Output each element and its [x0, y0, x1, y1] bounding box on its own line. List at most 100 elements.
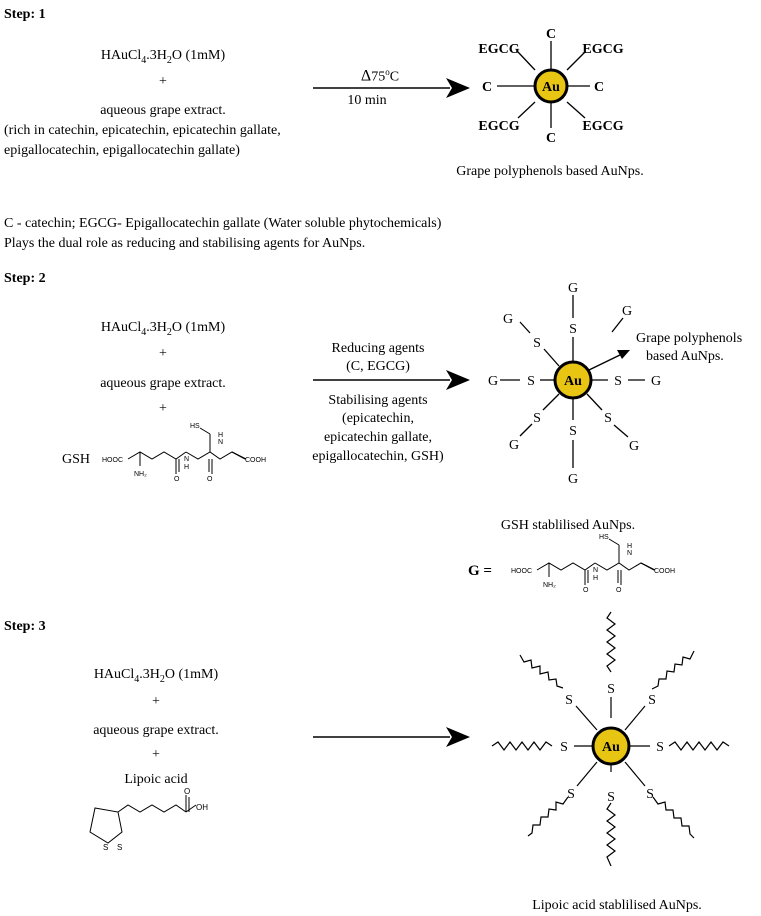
- svg-text:HOOC: HOOC: [102, 457, 123, 464]
- step2-arrow-reducing-1: Reducing agents: [331, 341, 425, 356]
- step3-caption: Lipoic acid stablilised AuNps.: [532, 898, 702, 913]
- svg-text:N: N: [627, 550, 632, 557]
- step2-reagent: HAuCl4.3H2O (1mM): [100, 320, 226, 338]
- step3-reaction-arrow: [313, 727, 470, 747]
- step2-callout-2: based AuNps.: [646, 349, 724, 364]
- svg-text:G: G: [651, 374, 661, 389]
- svg-text:OH: OH: [196, 803, 208, 812]
- svg-text:S: S: [560, 740, 568, 755]
- step1-nanoparticle: [497, 41, 590, 128]
- step2-arrow-stabilising-4: epigallocatechin, GSH): [312, 449, 444, 464]
- step1-caption: Grape polyphenols based AuNps.: [456, 164, 644, 179]
- step2-arrow-stabilising-2: (epicatechin,: [342, 411, 414, 426]
- step2-plus-2: +: [159, 401, 167, 416]
- step2-arrow-stabilising-1: Stabilising agents: [328, 393, 428, 408]
- step2-extract: aqueous grape extract.: [100, 376, 226, 391]
- svg-text:S: S: [604, 411, 612, 426]
- svg-text:O: O: [184, 787, 190, 796]
- step3-reagent: HAuCl4.3H2O (1mM): [93, 667, 219, 685]
- step2-nanoparticle: [500, 295, 645, 468]
- step3-extract: aqueous grape extract.: [93, 723, 219, 738]
- step3-nanoparticle: [491, 611, 730, 867]
- step1-extract-note-1: (rich in catechin, epicatechin, epicatec…: [4, 123, 281, 138]
- ligand-egcg-bl: EGCG: [478, 119, 519, 134]
- svg-text:O: O: [174, 476, 180, 483]
- lipoic-acid-molecule: [89, 795, 197, 844]
- step1-arrow-condition: Δ75oC: [360, 67, 400, 85]
- svg-text:H: H: [184, 464, 189, 471]
- step1-arrow-time: 10 min: [347, 93, 387, 108]
- step3-plus-1: +: [152, 694, 160, 709]
- np-center-au: Au: [542, 80, 560, 95]
- step2-callout-arrow: [588, 350, 630, 371]
- svg-text:O: O: [207, 476, 213, 483]
- svg-text:H: H: [218, 432, 223, 439]
- svg-text:Au: Au: [564, 374, 582, 389]
- svg-text:S: S: [567, 787, 575, 802]
- svg-text:S: S: [527, 374, 535, 389]
- svg-text:HS: HS: [190, 423, 200, 430]
- svg-text:HOOC: HOOC: [511, 568, 532, 575]
- svg-text:G: G: [629, 439, 639, 454]
- ligand-egcg-br: EGCG: [582, 119, 623, 134]
- step2-arrow-stabilising-3: epicatechin gallate,: [323, 430, 433, 445]
- step3-np-labels: Au S S S S S S S S: [560, 682, 664, 805]
- svg-text:S: S: [569, 424, 577, 439]
- svg-text:H: H: [593, 575, 598, 582]
- svg-text:S: S: [565, 693, 573, 708]
- svg-text:S: S: [569, 322, 577, 337]
- lipoic-acid-labels: S S O OH: [103, 787, 208, 852]
- ligand-egcg-tl: EGCG: [478, 42, 519, 57]
- svg-text:H: H: [627, 543, 632, 550]
- svg-text:NH₂: NH₂: [543, 582, 556, 589]
- svg-text:N: N: [593, 567, 598, 574]
- step2-np-labels: Au G S S G G S S G G S G S G S G: [488, 281, 661, 487]
- svg-text:S: S: [103, 843, 108, 852]
- step3-plus-2: +: [152, 747, 160, 762]
- gsh-molecule-labels: HOOC NH₂ O H N HS O N H COOH: [102, 423, 266, 483]
- g-definition-labels: HOOC NH₂ O N H HS O N H COOH: [511, 534, 675, 594]
- svg-text:O: O: [583, 587, 589, 594]
- g-definition-molecule: [536, 538, 656, 585]
- svg-text:G: G: [509, 438, 519, 453]
- ligand-c-top: C: [546, 27, 556, 42]
- svg-text:G: G: [503, 312, 513, 327]
- step2-plus-1: +: [159, 346, 167, 361]
- step1-reaction-arrow: [313, 78, 470, 98]
- svg-text:G: G: [568, 472, 578, 487]
- ligand-c-left: C: [482, 80, 492, 95]
- step2-callout-1: Grape polyphenols: [636, 331, 743, 346]
- ligand-c-bottom: C: [546, 131, 556, 146]
- ligand-egcg-tr: EGCG: [582, 42, 623, 57]
- svg-text:S: S: [656, 740, 664, 755]
- svg-text:S: S: [607, 790, 615, 805]
- step1-reagent: HAuCl4.3H2O (1mM): [100, 48, 226, 66]
- svg-text:COOH: COOH: [654, 568, 675, 575]
- svg-text:S: S: [607, 682, 615, 697]
- svg-text:N: N: [184, 456, 189, 463]
- svg-text:G: G: [488, 374, 498, 389]
- svg-text:N: N: [218, 439, 223, 446]
- svg-text:COOH: COOH: [245, 457, 266, 464]
- svg-text:S: S: [646, 787, 654, 802]
- g-equals-label: G =: [468, 563, 492, 579]
- ligand-c-right: C: [594, 80, 604, 95]
- step1-np-labels: Au C C C C EGCG EGCG EGCG EGCG: [478, 27, 623, 146]
- step1-extract: aqueous grape extract.: [100, 103, 226, 118]
- gsh-molecule: [127, 427, 247, 474]
- step1-heading: Step: 1: [4, 7, 46, 22]
- svg-text:HS: HS: [599, 534, 609, 541]
- step1-extract-note-2: epigallocatechin, epigallocatechin galla…: [4, 143, 240, 158]
- svg-text:S: S: [533, 336, 541, 351]
- svg-text:S: S: [648, 693, 656, 708]
- step3-lipoic-label: Lipoic acid: [124, 772, 188, 787]
- step1-plus: +: [159, 74, 167, 89]
- step2-reaction-arrow: [313, 370, 470, 390]
- legend-line-2: Plays the dual role as reducing and stab…: [4, 236, 366, 251]
- svg-text:Au: Au: [602, 740, 620, 755]
- svg-text:G: G: [622, 304, 632, 319]
- svg-text:O: O: [616, 587, 622, 594]
- step2-heading: Step: 2: [4, 271, 46, 286]
- svg-text:G: G: [568, 281, 578, 296]
